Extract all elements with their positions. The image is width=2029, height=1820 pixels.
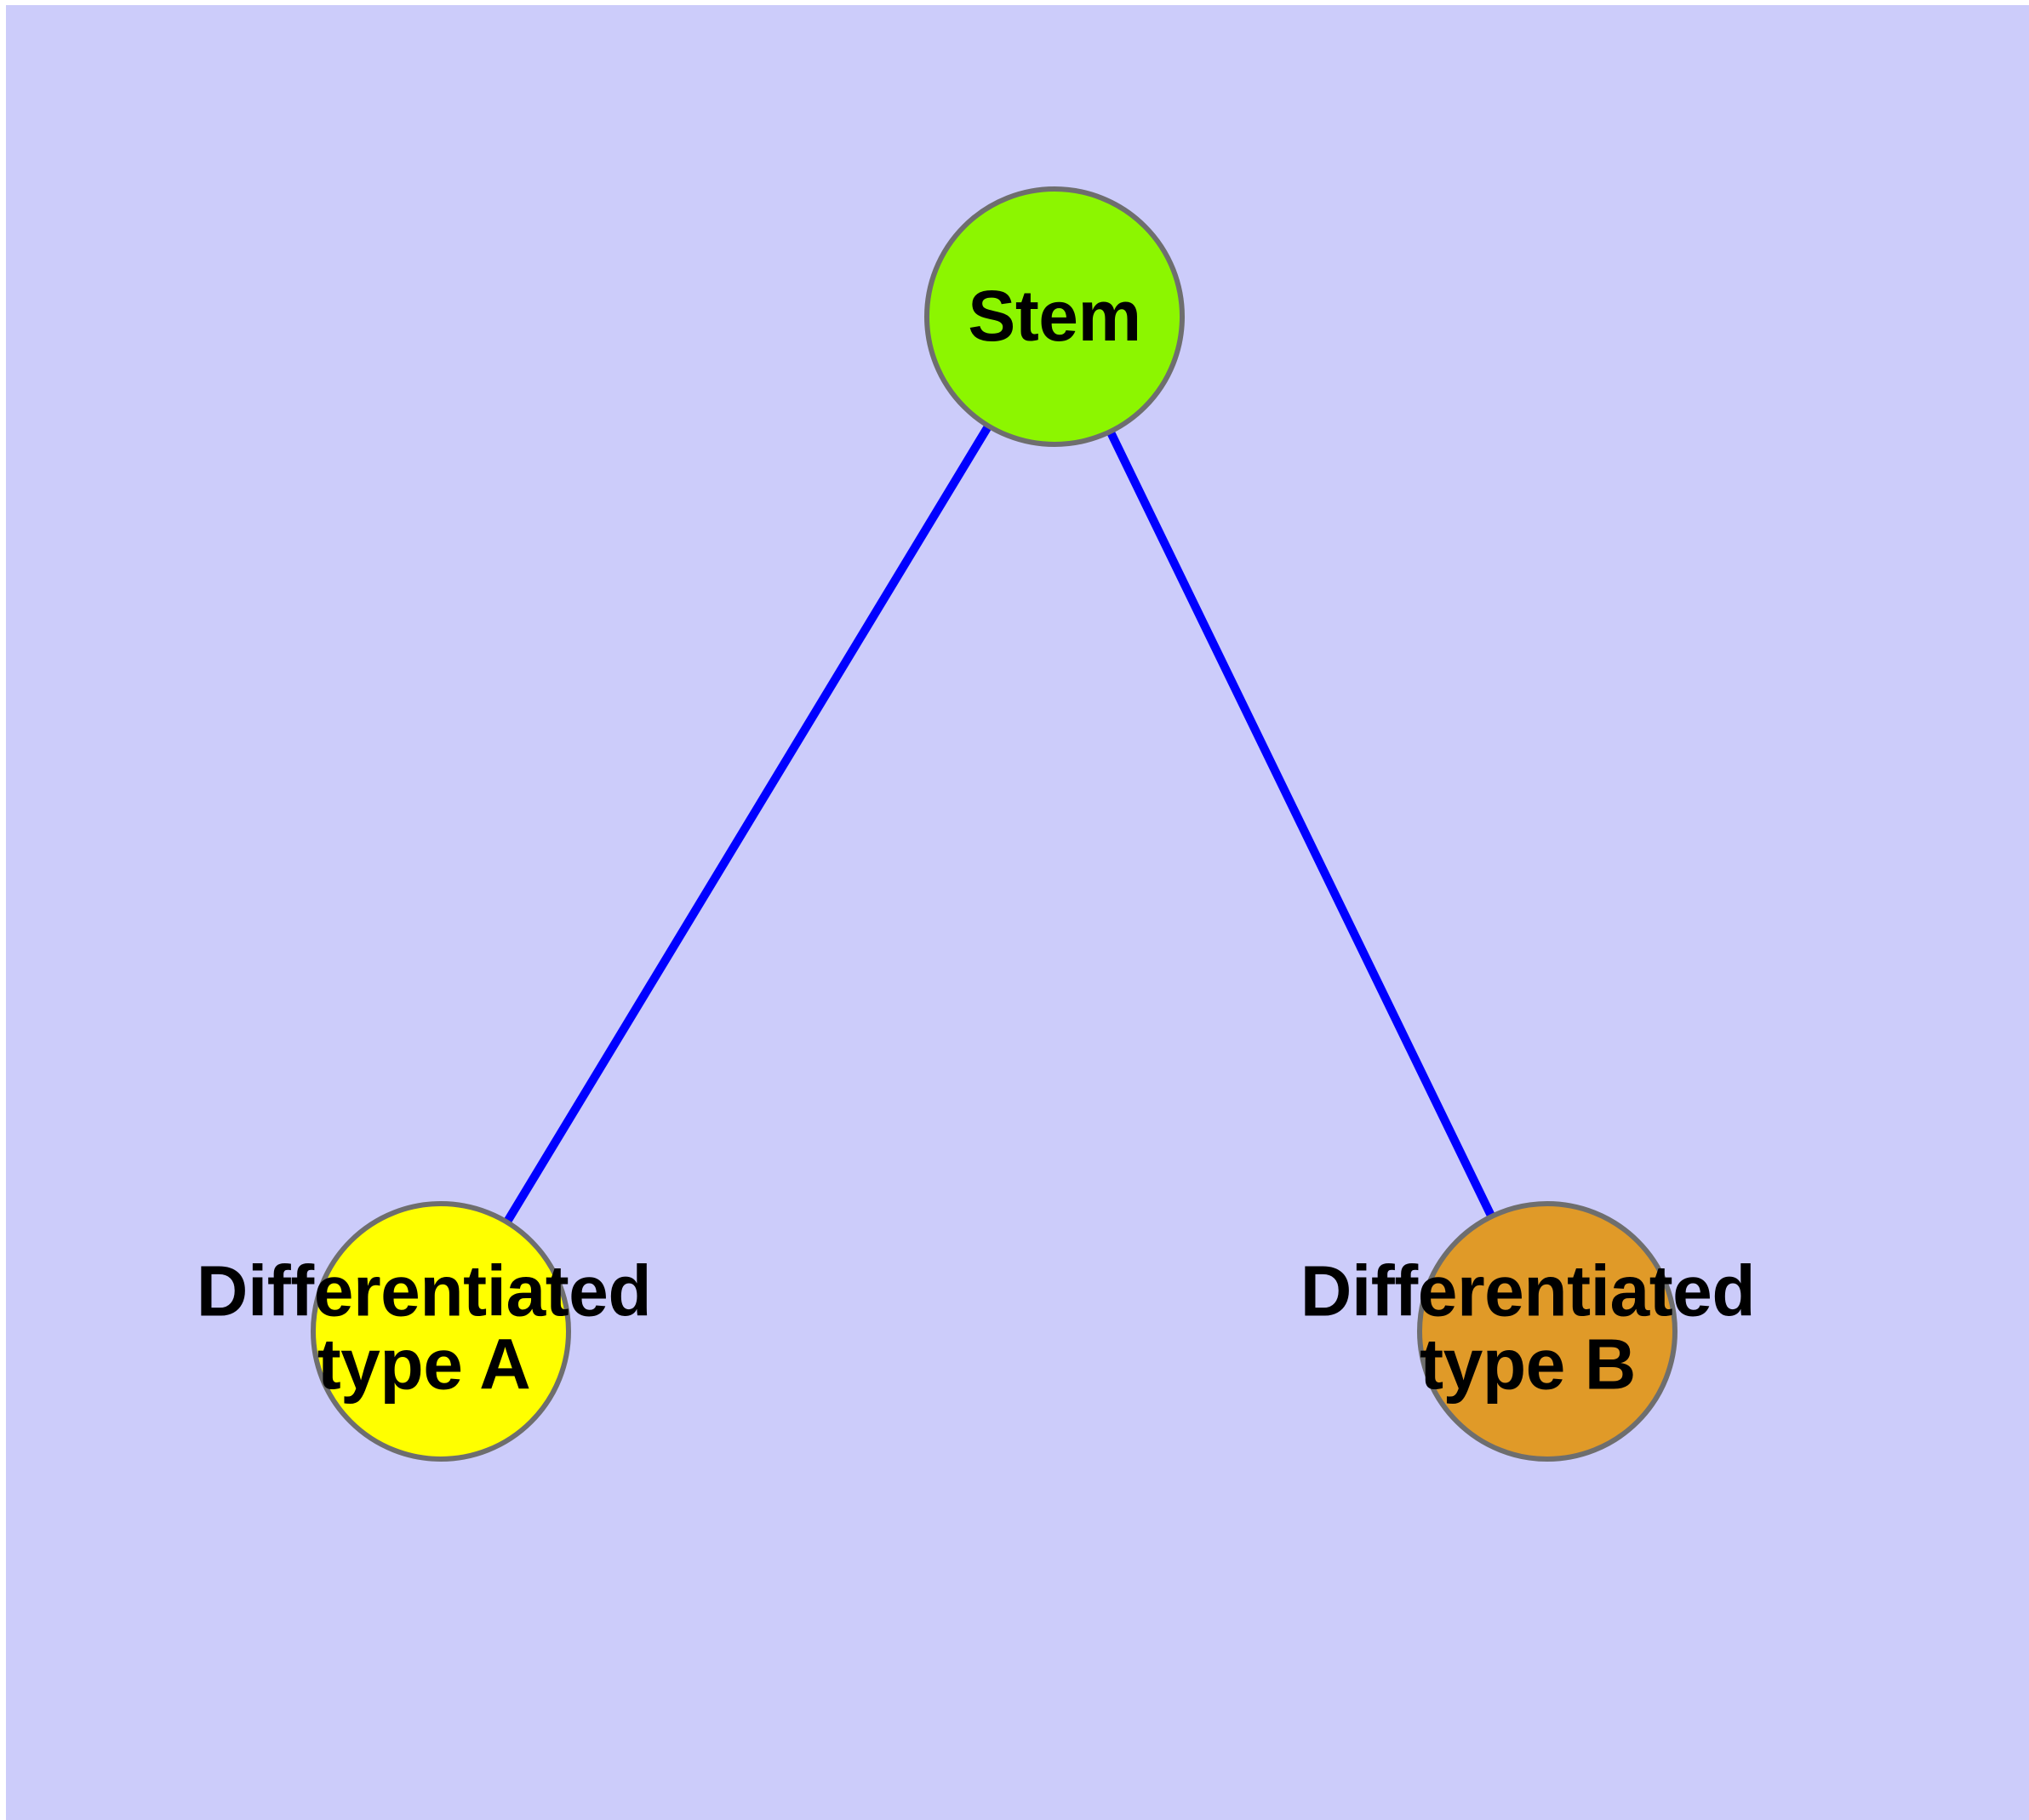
graph-node-diff_a[interactable] <box>311 1201 571 1462</box>
graph-node-stem[interactable] <box>924 186 1185 447</box>
graph-node-diff_b[interactable] <box>1417 1201 1677 1462</box>
graph-edge <box>500 419 995 1229</box>
nodes-layer <box>311 186 1677 1462</box>
edges-layer <box>500 419 1498 1229</box>
graph-edge <box>1104 425 1498 1223</box>
